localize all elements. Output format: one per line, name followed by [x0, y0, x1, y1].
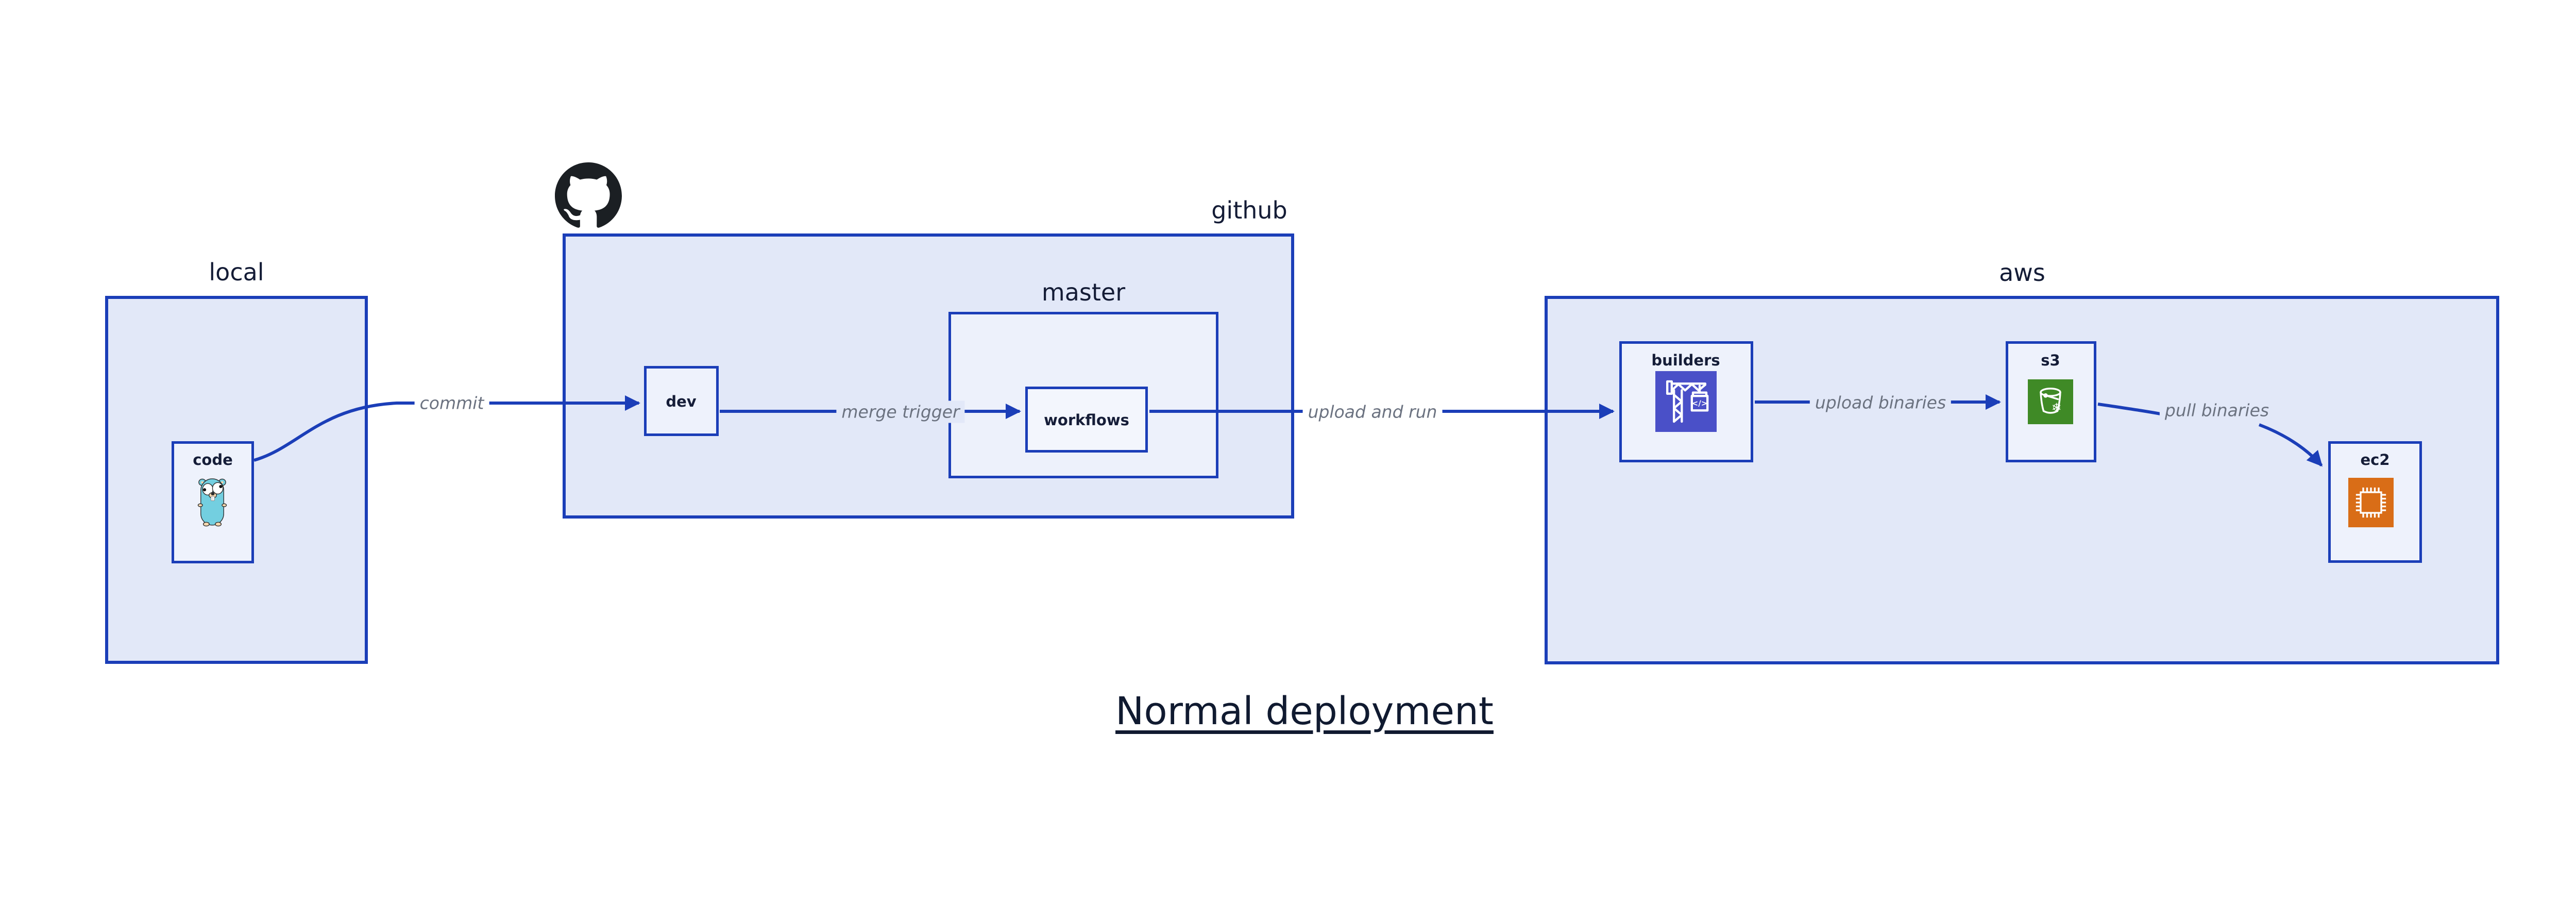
dev-branch-label: dev: [666, 393, 697, 410]
go-gopher-icon: [197, 473, 227, 528]
edge-label-upload-binaries: upload binaries: [1809, 391, 1952, 414]
diagram-title: Normal deployment: [1115, 689, 1494, 733]
edge-label-pull-binaries: pull binaries: [2159, 399, 2275, 422]
ec2-chip-icon: [2348, 478, 2394, 527]
builders-node-box: [1619, 341, 1753, 462]
dev-branch-box: [644, 366, 719, 436]
local-container-label: local: [209, 258, 264, 286]
snowflake-glyph: ❄: [2052, 400, 2062, 415]
github-octocat-icon: [555, 162, 622, 229]
s3-node-label: s3: [2041, 352, 2060, 369]
builders-node-label: builders: [1651, 352, 1720, 369]
workflows-node-label: workflows: [1044, 411, 1129, 429]
edge-label-merge-trigger: merge trigger: [836, 400, 965, 423]
codebuild-crane-icon: </>: [1655, 371, 1717, 432]
edge-label-commit: commit: [414, 392, 489, 414]
master-branch-label: master: [1041, 278, 1126, 306]
edge-label-upload-and-run: upload and run: [1302, 400, 1443, 423]
crane-crate-code-glyph: </>: [1691, 399, 1707, 408]
code-node-label: code: [193, 451, 233, 469]
github-container-label: github: [1211, 196, 1287, 224]
workflows-node-box: [1025, 387, 1148, 453]
aws-container-label: aws: [1999, 259, 2045, 287]
ec2-node-label: ec2: [2360, 451, 2390, 469]
s3-glacier-bucket-icon: ❄: [2028, 379, 2073, 424]
